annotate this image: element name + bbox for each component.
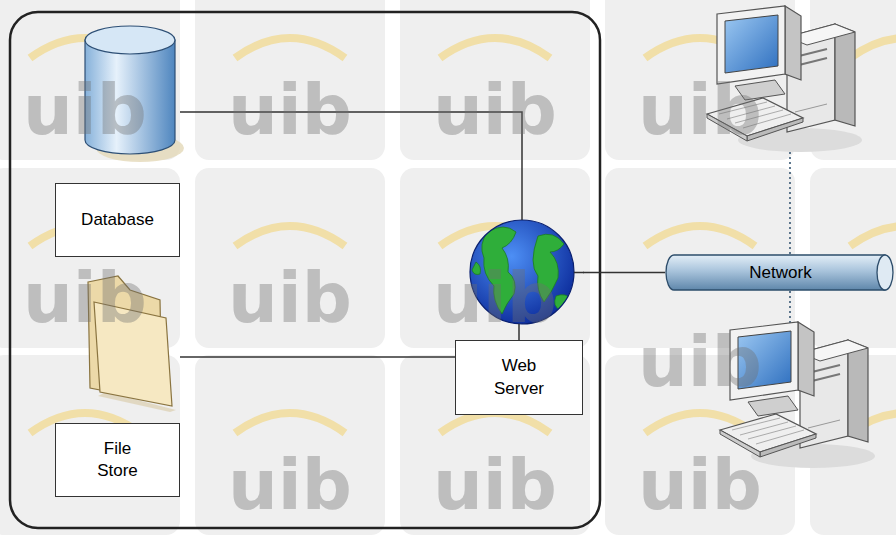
watermark-tile [195,168,385,348]
database-node: Database [55,25,180,257]
watermark-arc [235,226,345,246]
connector [583,272,665,274]
watermark: uib [0,74,185,146]
network-drop [789,142,791,254]
node-label: Web Server [494,355,544,399]
watermark: uib [600,449,800,521]
watermark-tile [0,0,180,160]
pipe-label-area: Network [665,254,896,291]
network-pipe: Network [665,254,896,291]
watermark: uib [395,74,595,146]
watermark-arc [235,38,345,58]
connector [180,112,522,220]
node-label: Database [81,209,154,231]
watermark-arc [645,226,755,246]
watermark: uib [395,262,595,334]
database-icon [85,26,184,162]
watermark-tile [400,168,590,348]
folder-icon [88,276,176,412]
watermark-tile [195,355,385,535]
wire [574,272,584,274]
watermark-arc [235,413,345,433]
watermark-arc [440,38,550,58]
file-store-node: File Store [55,275,180,497]
system-boundary [10,12,600,528]
client-computer [707,6,862,152]
wire [518,324,520,340]
globe-icon [470,220,574,324]
watermark-arc [440,413,550,433]
watermark: uib [600,326,800,398]
watermark-tile [400,0,590,160]
watermark: uib [600,74,800,146]
label-box: File Store [55,423,180,497]
connector [180,356,455,358]
label-box: Database [55,183,180,257]
label-box: Web Server [455,340,583,415]
node-label: File Store [97,438,138,482]
watermark: uib [190,74,390,146]
watermark: uib [190,262,390,334]
watermark-arc [850,38,896,58]
watermark: uib [0,262,185,334]
client-computer [720,322,875,468]
watermark-tile [195,0,385,160]
node-label: Network [749,263,811,283]
watermark: uib [395,449,595,521]
watermark: uib [190,449,390,521]
web-server-node: Web Server [455,220,583,415]
watermark-arc [850,226,896,246]
